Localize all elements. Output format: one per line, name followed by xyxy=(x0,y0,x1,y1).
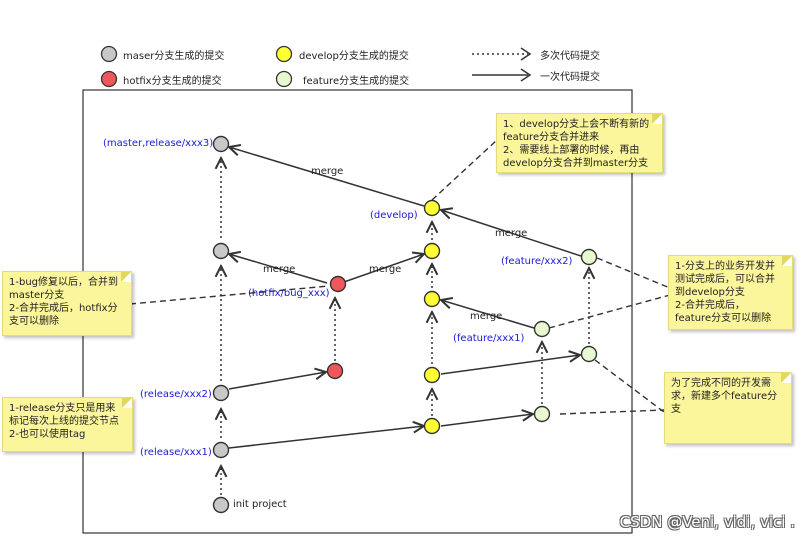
csdn-watermark: CSDN @Veni, vidi, vici . xyxy=(619,513,795,531)
legend-feature-dot xyxy=(275,70,293,88)
develop-note: 1、develop分支上会不断有新的 feature分支合并进来 2、需要线上部… xyxy=(496,113,663,173)
feature-create-note-connector-2 xyxy=(559,409,665,415)
label-init-project: init project xyxy=(233,499,287,510)
release-note-line-1: 1-release分支只是用来 xyxy=(9,403,116,414)
merge-label-feature2-develop: merge xyxy=(495,228,527,239)
feature-merge-note-line-3: 到develop分支 xyxy=(675,287,745,298)
hotfix-note: 1-bug修复以后，合并到 master分支 2-合并完成后，hotfix分 支… xyxy=(2,271,132,336)
develop-merge-master xyxy=(229,147,425,207)
release-note-line-3: 2-也可以使用tag xyxy=(9,429,86,440)
release2-to-hotfix xyxy=(228,372,326,390)
feature2-commit-2 xyxy=(580,248,598,266)
develop-note-line-1: 1、develop分支上会不断有新的 xyxy=(503,119,650,130)
master-commit-release1 xyxy=(212,441,230,459)
legend-feature-label: feature分支生成的提交 xyxy=(303,76,410,87)
master-commit-release3 xyxy=(212,135,230,153)
legend-multi-label: 多次代码提交 xyxy=(540,51,600,62)
label-release1: (release/xxx1) xyxy=(140,447,212,458)
legend-hotfix-label: hotfix分支生成的提交 xyxy=(123,76,222,87)
legend-master-label: maser分支生成的提交 xyxy=(123,51,225,62)
hotfix-note-line-4: 支可以删除 xyxy=(9,316,59,327)
hotfix-note-connector xyxy=(129,285,330,305)
master-commit-init xyxy=(212,496,230,514)
develop-to-feature1 xyxy=(440,414,533,427)
feature-merge-note-line-4: 2-合并完成后， xyxy=(675,300,745,311)
develop-to-feature2 xyxy=(440,355,580,375)
release1-to-develop xyxy=(228,426,424,449)
feature2-merge-develop xyxy=(441,210,582,257)
feature-merge-note-line-2: 测试完成后，可以合并 xyxy=(675,274,775,285)
develop-commit-5 xyxy=(423,199,441,217)
master-commit-hotfix-merge xyxy=(212,242,230,260)
feature-merge-note-connector-1 xyxy=(596,257,671,289)
feature2-commit-1 xyxy=(580,345,598,363)
develop-note-line-4: develop分支合并到master分支 xyxy=(503,158,649,169)
feature-merge-note-connector-2 xyxy=(548,294,671,329)
label-feature1: (feature/xxx1) xyxy=(453,333,524,344)
hotfix-commit-2 xyxy=(329,275,347,293)
legend-single-label: 一次代码提交 xyxy=(540,72,600,83)
feature-create-note: 为了完成不同的开发需 求，新建多个feature分 支 xyxy=(664,372,792,444)
develop-note-line-2: feature分支合并进来 xyxy=(503,132,600,143)
feature-create-note-line-1: 为了完成不同的开发需 xyxy=(671,378,771,389)
feature-create-note-line-3: 支 xyxy=(671,404,681,415)
hotfix-merge-develop xyxy=(343,254,424,283)
master-commit-release2 xyxy=(212,384,230,402)
legend-develop-dot xyxy=(275,45,293,63)
merge-label-hotfix-develop: merge xyxy=(369,264,401,275)
label-hotfix: (hotfix/bug_xxx) xyxy=(248,288,330,299)
legend-master-dot xyxy=(100,45,118,63)
feature1-merge-develop xyxy=(441,300,535,329)
label-develop: (develop) xyxy=(370,210,418,221)
feature-create-note-line-2: 求，新建多个feature分 xyxy=(671,391,778,402)
release-note: 1-release分支只是用来 标记每次上线的提交节点 2-也可以使用tag xyxy=(2,397,133,452)
feature1-commit-2 xyxy=(533,320,551,338)
release-note-line-2: 标记每次上线的提交节点 xyxy=(9,416,119,427)
merge-label-develop-master: merge xyxy=(311,166,343,177)
develop-note-line-3: 2、需要线上部署的时候，再由 xyxy=(503,145,640,156)
legend-develop-label: develop分支生成的提交 xyxy=(299,51,409,62)
feature-merge-note-line-1: 1-分支上的业务开发并 xyxy=(675,261,775,272)
label-release2: (release/xxx2) xyxy=(140,389,212,400)
hotfix-merge-master xyxy=(229,254,328,284)
develop-commit-2 xyxy=(423,366,441,384)
hotfix-commit-1 xyxy=(326,362,344,380)
develop-commit-1 xyxy=(423,417,441,435)
label-master-release: (master,release/xxx3) xyxy=(103,138,213,149)
merge-label-hotfix-master: merge xyxy=(263,264,295,275)
hotfix-note-line-2: master分支 xyxy=(9,290,65,301)
hotfix-note-line-3: 2-合并完成后，hotfix分 xyxy=(9,303,118,314)
hotfix-note-line-1: 1-bug修复以后，合并到 xyxy=(9,277,119,288)
feature1-commit-1 xyxy=(533,405,551,423)
legend-hotfix-dot xyxy=(100,70,118,88)
label-feature2: (feature/xxx2) xyxy=(501,256,572,267)
feature-merge-note-line-5: feature分支可以删除 xyxy=(675,313,772,324)
feature-create-note-connector-1 xyxy=(594,359,665,413)
develop-note-connector xyxy=(431,139,498,201)
develop-commit-4 xyxy=(423,242,441,260)
develop-commit-3 xyxy=(423,290,441,308)
merge-label-feature1-develop: merge xyxy=(470,311,502,322)
feature-merge-note: 1-分支上的业务开发并 测试完成后，可以合并 到develop分支 2-合并完成… xyxy=(668,255,793,330)
